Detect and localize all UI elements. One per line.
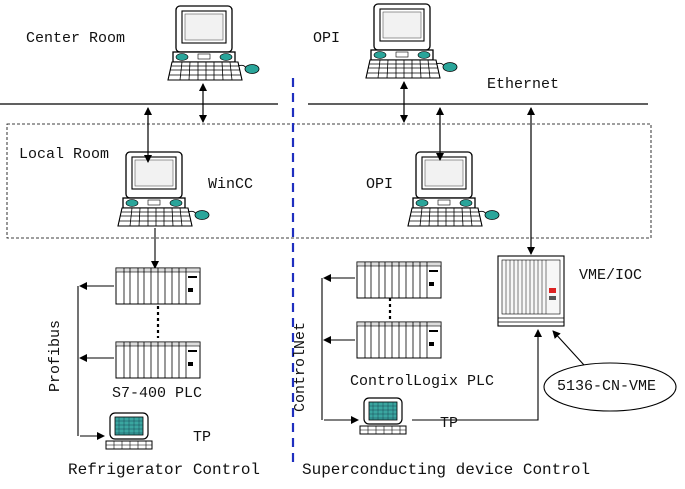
wincc-label: WinCC [208, 176, 254, 193]
controllogix-upper-rack-icon [356, 261, 442, 299]
wincc-computer-icon [117, 151, 210, 227]
controlnet-label: ControlNet [292, 321, 309, 412]
refrigerator-control-label: Refrigerator Control [68, 461, 261, 479]
local-room-frame [6, 123, 652, 239]
opi-local-label: OPI [366, 176, 394, 193]
vme-ioc-label: VME/IOC [579, 267, 643, 284]
tp-right-label: TP [440, 415, 459, 432]
ethernet-label: Ethernet [487, 76, 560, 93]
center-room-label: Center Room [26, 30, 126, 47]
cn-vme-label: 5136-CN-VME [557, 378, 657, 395]
tp-to-vme-line [412, 329, 542, 421]
superconducting-control-label: Superconducting device Control [302, 461, 591, 479]
tp-left-terminal-icon [105, 412, 153, 450]
s7-plc-lower-rack-icon [115, 341, 201, 379]
opi-local-computer-icon [407, 151, 500, 227]
cn-vme-to-ioc-arrow [552, 330, 585, 366]
center-room-computer-icon [167, 5, 260, 81]
vme-ioc-crate-icon [497, 255, 565, 327]
tp-left-label: TP [193, 429, 212, 446]
tp-right-terminal-icon [359, 397, 407, 435]
profibus-label: Profibus [47, 319, 64, 392]
s7-plc-upper-rack-icon [115, 267, 201, 305]
controllogix-lower-rack-icon [356, 321, 442, 359]
cn-vme-ellipse [543, 362, 677, 412]
opi-top-computer-icon [365, 3, 458, 79]
controllogix-plc-label: ControlLogix PLC [350, 373, 495, 390]
s7-plc-label: S7-400 PLC [112, 385, 203, 402]
opi-top-label: OPI [313, 30, 341, 47]
local-room-label: Local Room [19, 146, 110, 163]
